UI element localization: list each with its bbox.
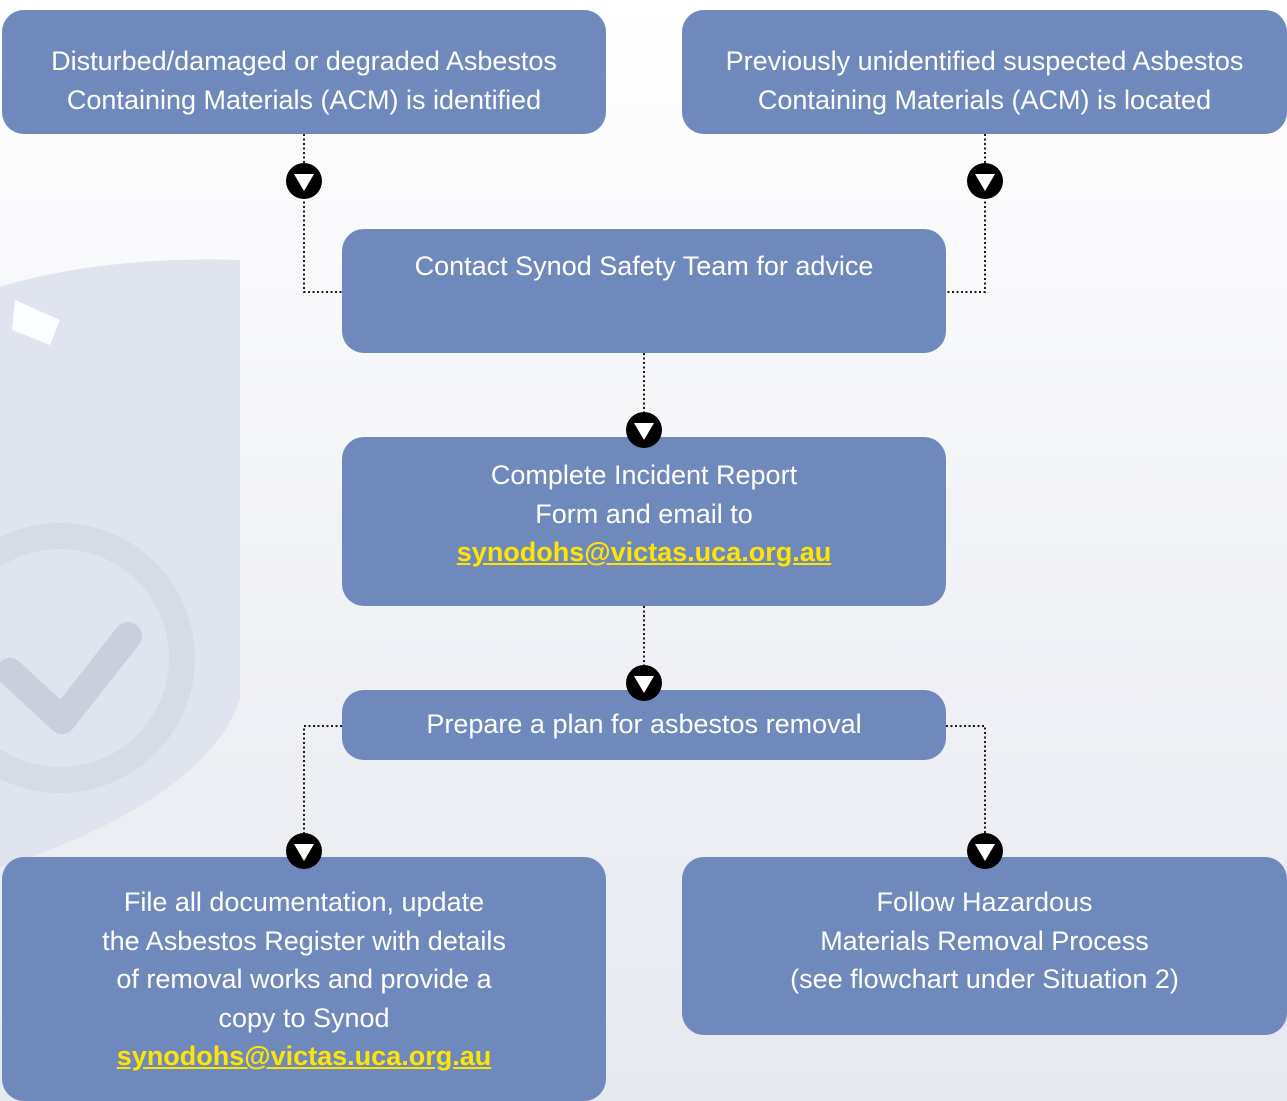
node-plan-removal: Prepare a plan for asbestos removal — [342, 690, 946, 760]
node-text: Prepare a plan for asbestos removal — [426, 709, 862, 739]
node-file-documentation: File all documentation, update the Asbes… — [2, 857, 606, 1101]
node-text: the Asbestos Register with details — [102, 925, 506, 956]
node-text: of removal works and provide a — [116, 964, 492, 994]
email-link[interactable]: synodohs@victas.uca.org.au — [116, 1041, 492, 1071]
node-disturbed-acm: Disturbed/damaged or degraded Asbestos C… — [2, 10, 606, 134]
node-text: Materials Removal Process — [820, 925, 1149, 956]
node-unidentified-acm: Previously unidentified suspected Asbest… — [682, 10, 1287, 134]
node-incident-report: Complete Incident Report Form and email … — [342, 437, 946, 606]
node-text: Follow Hazardous — [876, 887, 1093, 917]
node-hazardous-removal-process: Follow Hazardous Materials Removal Proce… — [682, 857, 1287, 1035]
node-text: (see flowchart under Situation 2) — [790, 964, 1179, 994]
node-text: File all documentation, update — [123, 887, 485, 917]
node-text: Previously unidentified suspected Asbest… — [725, 46, 1244, 76]
node-contact-safety-team: Contact Synod Safety Team for advice — [342, 229, 946, 353]
node-text: Contact Synod Safety Team for advice — [414, 251, 874, 281]
node-text: Complete Incident Report — [490, 460, 798, 490]
node-text: Form and email to — [535, 498, 753, 529]
node-text: copy to Synod — [218, 1002, 390, 1033]
email-link[interactable]: synodohs@victas.uca.org.au — [456, 537, 832, 567]
node-text: Disturbed/damaged or degraded Asbestos — [51, 46, 557, 76]
node-text: Containing Materials (ACM) is identified — [66, 84, 542, 115]
node-text: Containing Materials (ACM) is located — [757, 84, 1212, 115]
